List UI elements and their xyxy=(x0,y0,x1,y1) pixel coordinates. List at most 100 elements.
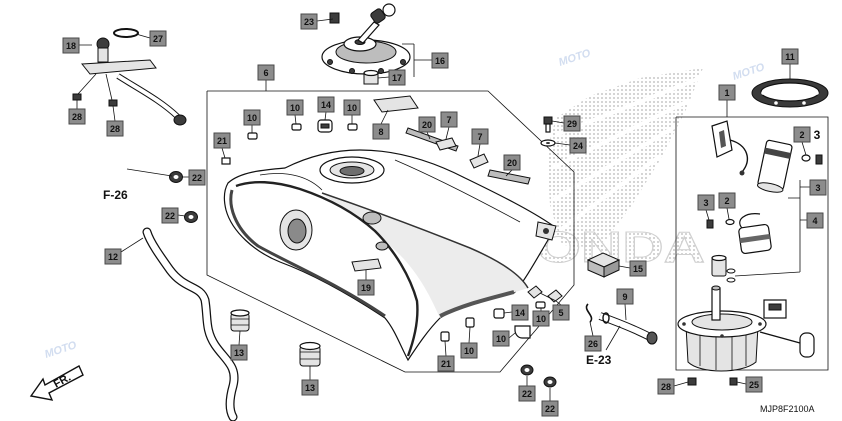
flange-bolt xyxy=(729,377,738,386)
callout-box xyxy=(357,279,375,296)
breather-assembly xyxy=(72,28,187,126)
callout-box xyxy=(104,248,122,265)
tank-cushion xyxy=(247,132,258,140)
callout-number: 4 xyxy=(812,216,817,226)
callout-27: 27 xyxy=(149,30,167,47)
callout-12: 12 xyxy=(104,248,122,265)
tank-group-frame xyxy=(206,90,575,373)
callout-box xyxy=(657,378,675,395)
callout-number: 9 xyxy=(622,292,627,302)
seal-ring-hole xyxy=(774,101,778,105)
callout-box xyxy=(301,379,319,396)
callout-box xyxy=(437,355,455,372)
callout-box xyxy=(471,128,489,145)
site-watermark-4: MOTO xyxy=(43,339,78,361)
callout-number: 22 xyxy=(165,211,175,221)
feed-hose-clamp xyxy=(602,312,610,324)
callout-7: 7 xyxy=(440,111,458,128)
pump-seal-ring-inner xyxy=(760,82,820,102)
fuel-outlet-pipe xyxy=(711,287,721,321)
callout-number: 29 xyxy=(567,119,577,129)
callout-box xyxy=(781,48,799,65)
fuel-level-float xyxy=(799,332,815,358)
callout-number: 11 xyxy=(785,52,795,62)
callout-number: 10 xyxy=(247,113,257,123)
callout-box xyxy=(584,335,602,352)
tank-clip xyxy=(514,325,531,339)
tank-pad xyxy=(435,137,457,151)
regulator-o-ring xyxy=(726,268,736,274)
cap-key-head xyxy=(370,8,386,24)
emission-label xyxy=(351,258,382,272)
callout-10: 10 xyxy=(460,342,478,359)
callout-box xyxy=(317,96,335,113)
pump-harness-slot xyxy=(719,130,726,148)
callout-box xyxy=(188,169,206,186)
callout-number: 14 xyxy=(515,308,525,318)
callout-19: 19 xyxy=(357,279,375,296)
callout-13: 13 xyxy=(301,379,319,396)
callout-number: 27 xyxy=(153,34,163,44)
callout-number: 10 xyxy=(536,314,546,324)
callout-number: 10 xyxy=(496,334,506,344)
front-arrow-shape xyxy=(29,365,84,401)
mount-rubber-hole xyxy=(547,380,553,384)
pump-opening-inner xyxy=(287,218,307,244)
fuel-tank xyxy=(223,149,557,362)
callout-28: 28 xyxy=(68,108,86,125)
callout-number: 20 xyxy=(422,120,432,130)
callout-25: 25 xyxy=(745,376,763,393)
callout-22: 22 xyxy=(188,169,206,186)
callout-number: 13 xyxy=(305,383,315,393)
callout-number: 10 xyxy=(290,103,300,113)
caution-label xyxy=(373,95,419,113)
callout-number: 15 xyxy=(633,264,643,274)
tank-clip xyxy=(493,308,505,319)
pump-washer xyxy=(801,154,811,162)
callout-number: 7 xyxy=(446,115,451,125)
breather-bush xyxy=(72,93,82,101)
callout-box xyxy=(149,30,167,47)
callout-box xyxy=(161,207,179,224)
pump-connector-pins xyxy=(768,303,782,311)
callout-box xyxy=(518,385,536,402)
callout-box xyxy=(552,304,570,321)
breather-plate xyxy=(81,59,157,75)
callout-16: 16 xyxy=(431,52,449,69)
callout-24: 24 xyxy=(569,137,587,154)
pump-group-frame xyxy=(675,116,829,371)
pump-housing xyxy=(685,325,759,372)
callout-number: 18 xyxy=(66,41,76,51)
grommet-top xyxy=(299,341,321,351)
callout-box xyxy=(718,84,736,101)
callout-14: 14 xyxy=(511,304,529,321)
callout-number: 24 xyxy=(573,141,583,151)
filler-neck-hole xyxy=(339,166,365,176)
callout-number: 28 xyxy=(661,382,671,392)
callout-14: 14 xyxy=(317,96,335,113)
callout-number: 3 xyxy=(815,183,820,193)
pump-motor-end xyxy=(756,182,784,193)
float-arm xyxy=(759,331,801,344)
tank-top-crease xyxy=(394,159,521,223)
tank-pad xyxy=(469,153,489,169)
cap-key-ring xyxy=(382,3,396,17)
callout-11: 11 xyxy=(781,48,799,65)
callout-box xyxy=(492,330,510,347)
callout-box xyxy=(431,52,449,69)
callout-number: 10 xyxy=(464,346,474,356)
grommet-ridges xyxy=(300,351,320,360)
tank-protector-strip xyxy=(487,169,531,185)
callout-number: 7 xyxy=(477,132,482,142)
tank-cushion xyxy=(535,301,546,309)
callout-number: 12 xyxy=(108,252,118,262)
fuel-cap-assembly xyxy=(321,3,411,85)
callout-3: 3 xyxy=(809,179,827,196)
callout-box xyxy=(541,400,559,417)
tank-rubbers xyxy=(169,171,557,388)
callout-box xyxy=(243,109,261,126)
tank-left-rim xyxy=(229,189,386,318)
pump-reference-label: E-23 xyxy=(586,353,612,367)
callout-number: 23 xyxy=(304,17,314,27)
